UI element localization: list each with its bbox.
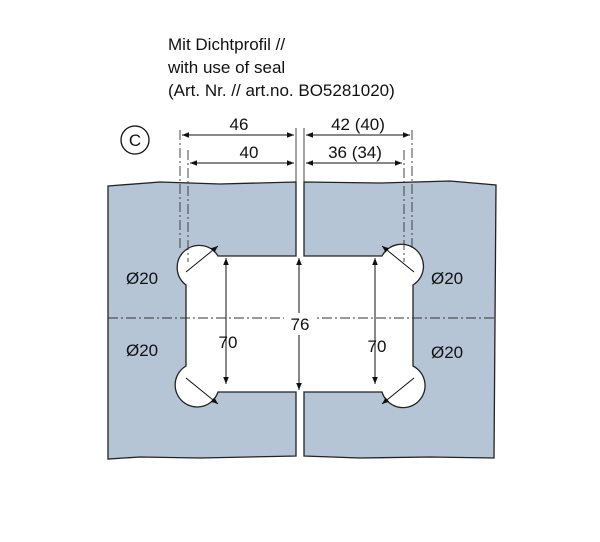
dim-left-hole-spacing: 70 (219, 333, 238, 352)
dim-left-outer: 46 (230, 115, 249, 134)
dim-left-inner: 40 (240, 143, 259, 162)
leader-left-lower (185, 377, 219, 405)
dim-hole-left-upper: Ø20 (126, 269, 158, 288)
dim-hole-right-upper: Ø20 (431, 269, 463, 288)
leader-left-upper (185, 245, 219, 273)
variant-badge (120, 125, 150, 155)
dim-right-inner: 36 (34) (328, 143, 382, 162)
dim-hole-right-lower: Ø20 (431, 343, 463, 362)
right-glass-panel (303, 180, 497, 459)
dim-right-hole-spacing: 70 (368, 337, 387, 356)
dim-center-height: 76 (291, 315, 310, 334)
dim-right-outer: 42 (40) (331, 115, 385, 134)
caption-line-3: (Art. Nr. // art.no. BO5281020) (168, 81, 395, 100)
caption-line-1: Mit Dichtprofil // (168, 35, 286, 54)
dim-hole-left-lower: Ø20 (126, 341, 158, 360)
centerlines (108, 130, 496, 319)
caption: Mit Dichtprofil // with use of seal (Art… (168, 33, 395, 102)
variant-label: C (129, 131, 141, 150)
leader-right-upper (381, 245, 415, 273)
caption-line-2: with use of seal (168, 58, 286, 77)
left-glass-panel (107, 181, 297, 460)
leader-right-lower (381, 377, 415, 405)
center-height-label-bg (284, 313, 316, 335)
gap-extension-lines (295, 128, 305, 182)
